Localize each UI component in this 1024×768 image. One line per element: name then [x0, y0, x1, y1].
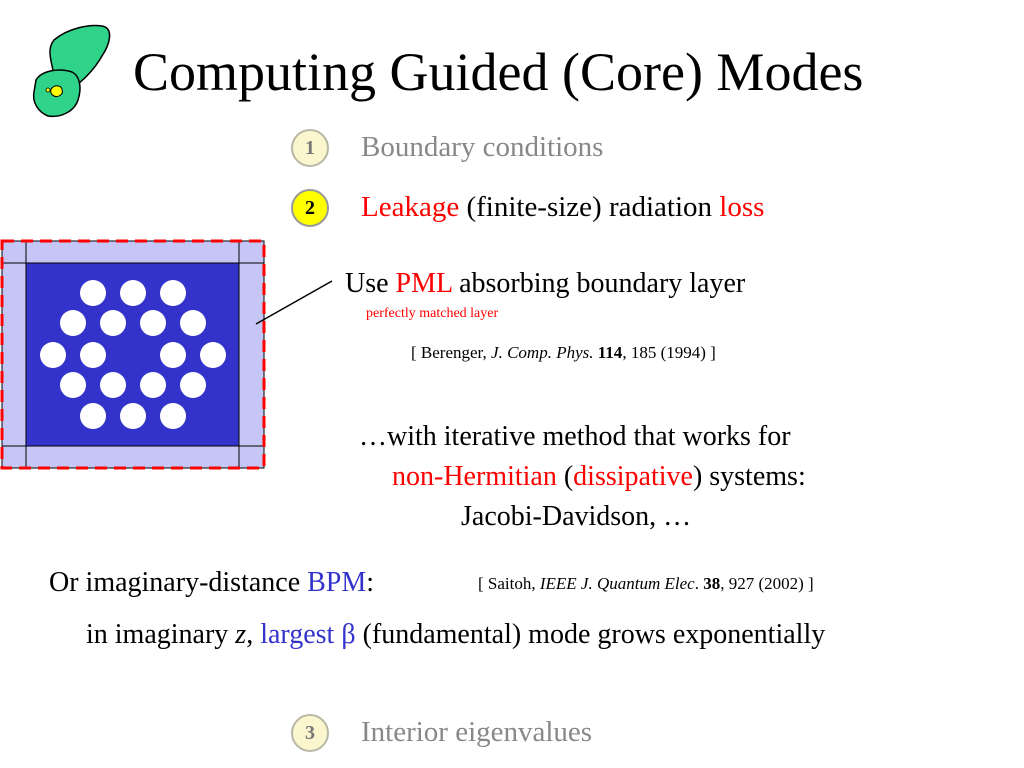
pointer-line	[255, 280, 333, 325]
bpm-text: BPM	[307, 567, 367, 598]
pml-line: Use PML absorbing boundary layer	[345, 267, 745, 301]
step-number-2: 2	[291, 189, 329, 227]
cite-journal: J. Comp. Phys.	[491, 343, 594, 362]
bpm-pre: Or imaginary-distance	[49, 567, 308, 598]
radiation-text: (finite-size) radiation	[459, 191, 720, 223]
loss-text: loss	[719, 191, 765, 223]
pml-diagram	[0, 239, 333, 470]
leakage-text: Leakage	[361, 191, 460, 223]
air-holes	[40, 280, 226, 429]
pml-subtitle: perfectly matched layer	[366, 306, 499, 321]
iterative-line-3: Jacobi-Davidson, …	[461, 501, 692, 532]
berenger-citation: [ Berenger, J. Comp. Phys. 114, 185 (199…	[411, 343, 716, 363]
cite-volume: 114	[597, 343, 623, 362]
cite2-post: , 927 (2002) ]	[720, 574, 814, 593]
open-paren: (	[556, 461, 574, 492]
step-number-1: 1	[291, 129, 329, 167]
logo-icon	[32, 24, 111, 118]
bpm-line: Or imaginary-distance BPM:	[49, 566, 374, 600]
step-3-label: Interior eigenvalues	[361, 716, 593, 748]
cite2-journal: IEEE J. Quantum Elec	[539, 574, 695, 593]
saitoh-citation: [ Saitoh, IEEE J. Quantum Elec. 38, 927 …	[478, 574, 814, 594]
cite2-dot: .	[694, 574, 704, 593]
dissipative-text: dissipative	[573, 461, 693, 492]
bpm-description: in imaginary z, largest β (fundamental) …	[86, 618, 825, 652]
bpm-colon: :	[366, 567, 375, 598]
iterative-line-1: …with iterative method that works for	[359, 421, 791, 452]
cite2-volume: 38	[703, 574, 721, 593]
pml-text: PML	[395, 268, 453, 299]
mode-grows-text: (fundamental) mode grows exponentially	[355, 619, 826, 650]
pml-boundary-dashed	[0, 239, 266, 470]
non-hermitian-text: non-Hermitian	[392, 461, 557, 492]
use-text: Use	[345, 268, 396, 299]
step-2-label: Leakage (finite-size) radiation loss	[361, 190, 764, 224]
step-number-3: 3	[291, 714, 329, 752]
step-1-label: Boundary conditions	[361, 131, 604, 163]
absorbing-text: absorbing boundary layer	[452, 268, 746, 299]
imag-pre: in imaginary	[86, 619, 236, 650]
cite-post: , 185 (1994) ]	[622, 343, 716, 362]
z-var: z	[235, 619, 247, 650]
comma: ,	[246, 619, 261, 650]
largest-beta-text: largest β	[260, 619, 356, 650]
page-title: Computing Guided (Core) Modes	[133, 42, 864, 102]
cite2-pre: [ Saitoh,	[478, 574, 540, 593]
iterative-line-2: non-Hermitian (dissipative) systems:	[392, 460, 806, 494]
systems-text: ) systems:	[692, 461, 806, 492]
cite-pre: [ Berenger,	[411, 343, 492, 362]
